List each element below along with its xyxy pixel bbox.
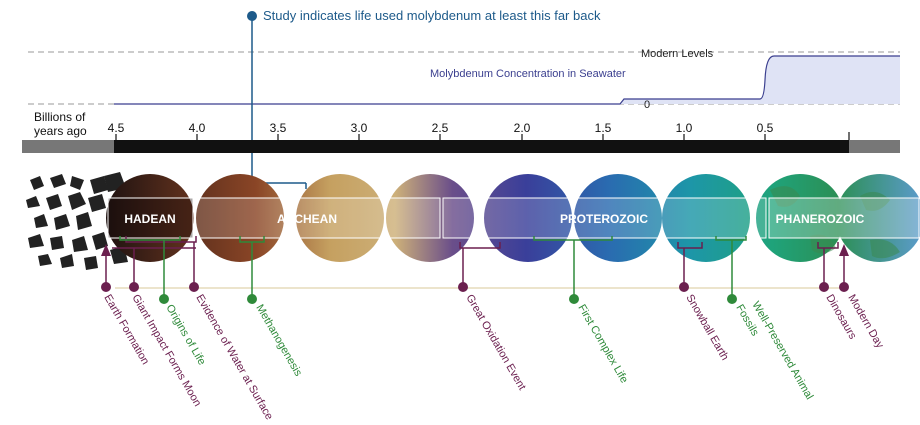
animal-fossils-dot bbox=[727, 294, 737, 304]
event-labels: Earth Formation Giant Impact Forms Moon … bbox=[101, 293, 886, 423]
zero-label: 0 bbox=[644, 99, 650, 111]
modern-day-arrow bbox=[839, 244, 849, 256]
eon-proterozoic bbox=[442, 197, 767, 239]
rock-fragments-image bbox=[26, 172, 128, 270]
eon-phanerozoic bbox=[768, 197, 920, 239]
event-label-snowball-earth: Snowball Earth bbox=[683, 293, 730, 363]
concentration-series-label: Molybdenum Concentration in Seawater bbox=[430, 68, 626, 80]
great-oxidation-dot bbox=[458, 282, 468, 292]
tick-label: 2.0 bbox=[514, 121, 531, 135]
event-label-first-complex-life: First Complex Life bbox=[575, 303, 630, 386]
water-surface-dot bbox=[189, 282, 199, 292]
study-note: Study indicates life used molybdenum at … bbox=[263, 8, 601, 23]
axis-title-line2: years ago bbox=[34, 124, 87, 138]
event-markers bbox=[101, 240, 849, 304]
axis-bar bbox=[114, 140, 849, 153]
earth-formation-arrow bbox=[101, 244, 111, 256]
modern-levels-label: Modern Levels bbox=[641, 48, 714, 60]
earth-formation-dot bbox=[101, 282, 111, 292]
tick-label: 4.5 bbox=[108, 121, 125, 135]
snowball-earth-dot bbox=[679, 282, 689, 292]
modern-day-dot bbox=[839, 282, 849, 292]
axis-bar-right bbox=[849, 140, 900, 153]
eon-hadean bbox=[107, 197, 194, 239]
first-complex-life-dot bbox=[569, 294, 579, 304]
event-label-methanogenesis: Methanogenesis bbox=[253, 303, 304, 379]
eon-phanerozoic-label: PHANEROZOIC bbox=[776, 212, 865, 226]
eon-archean bbox=[194, 197, 441, 239]
tick-label: 1.5 bbox=[595, 121, 612, 135]
concentration-curve bbox=[114, 55, 900, 105]
eon-hadean-label: HADEAN bbox=[124, 212, 175, 226]
axis-tick-labels: 4.5 4.0 3.5 3.0 2.5 2.0 1.5 1.0 0.5 bbox=[108, 121, 774, 135]
axis-ticks bbox=[115, 132, 850, 140]
dinosaurs-dot bbox=[819, 282, 829, 292]
event-range-brackets bbox=[112, 236, 839, 249]
methanogenesis-dot bbox=[247, 294, 257, 304]
continents-image bbox=[770, 186, 900, 259]
axis-bar-left bbox=[22, 140, 114, 153]
concentration-area bbox=[114, 56, 900, 104]
tick-label: 0.5 bbox=[757, 121, 774, 135]
tick-label: 3.0 bbox=[351, 121, 368, 135]
event-label-well-preserved-animal: Well-Preserved Animal bbox=[749, 300, 815, 402]
event-label-great-oxidation: Great Oxidation Event bbox=[463, 293, 528, 393]
eon-proterozoic-label: PROTEROZOIC bbox=[560, 212, 648, 226]
tick-label: 3.5 bbox=[270, 121, 287, 135]
tick-label: 4.0 bbox=[189, 121, 206, 135]
origins-of-life-dot bbox=[159, 294, 169, 304]
axis-title-line1: Billions of bbox=[34, 110, 86, 124]
eon-archean-label: ARCHEAN bbox=[277, 212, 337, 226]
tick-label: 2.5 bbox=[432, 121, 449, 135]
giant-impact-dot bbox=[129, 282, 139, 292]
tick-label: 1.0 bbox=[676, 121, 693, 135]
